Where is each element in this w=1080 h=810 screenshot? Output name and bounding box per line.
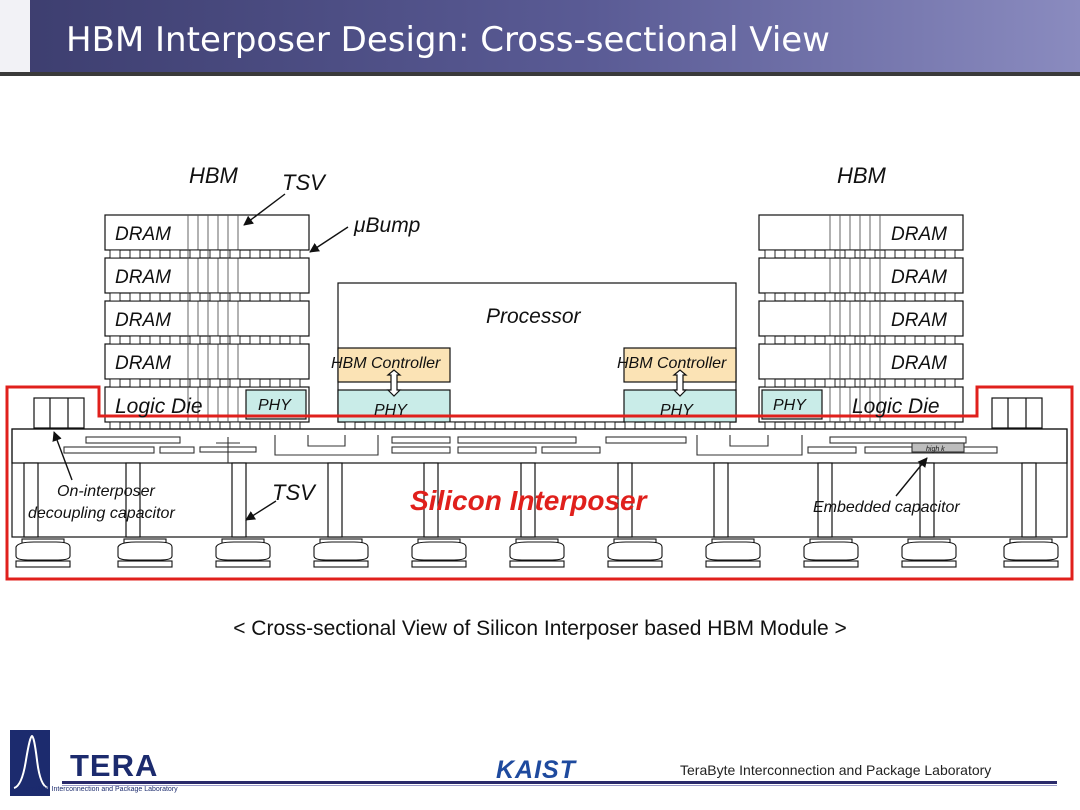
left-dram-die-4 (104, 343, 310, 380)
right-hbm-phy (761, 389, 823, 420)
title-bar: HBM Interposer Design: Cross-sectional V… (0, 0, 1080, 72)
interposer-highlight-outline (5, 385, 1074, 581)
right-phy-label: PHY (773, 397, 807, 414)
cross-section-diagram: HBM HBM TSV μBump DRAM DRAM DRAM DRAM Lo… (5, 163, 1074, 581)
right-hbm-controller-label: HBM Controller (617, 355, 727, 372)
left-hbm-label: HBM (189, 163, 239, 188)
figure-caption: < Cross-sectional View of Silicon Interp… (233, 617, 847, 640)
left-dram-label-1: DRAM (115, 224, 171, 245)
right-dram-die-3 (758, 300, 964, 337)
lab-name: TeraByte Interconnection and Package Lab… (680, 762, 992, 778)
left-hbm-controller-label: HBM Controller (331, 355, 441, 372)
tera-logo-icon (10, 730, 50, 796)
kaist-logo: KAIST (496, 756, 576, 784)
slide-title: HBM Interposer Design: Cross-sectional V… (66, 20, 830, 60)
c4-bump-row (15, 538, 1059, 568)
title-rule (0, 72, 1080, 76)
high-k-dielectric (911, 442, 965, 453)
left-dram-label-2: DRAM (115, 267, 171, 288)
embedded-cap-arrow (895, 457, 928, 497)
processor-label: Processor (486, 305, 582, 328)
right-dram-die-2 (758, 257, 964, 294)
decoupling-capacitor-left (33, 397, 85, 429)
right-dram-label-1: DRAM (891, 224, 947, 245)
ubump-label: μBump (353, 214, 420, 237)
tsv-label-top: TSV (282, 170, 327, 195)
tsv-label-bottom: TSV (272, 480, 317, 505)
tera-logo-subtext: TeraByte Interconnection and Package Lab… (22, 786, 178, 793)
silicon-interposer (11, 428, 1068, 538)
embedded-capacitor-label: Embedded capacitor (813, 499, 960, 516)
right-dram-label-4: DRAM (891, 353, 947, 374)
right-dram-label-3: DRAM (891, 310, 947, 331)
left-dram-die-2 (104, 257, 310, 294)
right-dram-die-4 (758, 343, 964, 380)
decap-arrow (52, 431, 73, 481)
tera-logo-text: TERA (70, 748, 159, 783)
silicon-interposer-label: Silicon Interposer (410, 485, 649, 516)
right-hbm-stack (758, 214, 964, 430)
ubump-arrow (309, 226, 349, 253)
processor-left-phy-label: PHY (374, 402, 408, 419)
processor-right-phy-label: PHY (660, 402, 694, 419)
left-dram-die-3 (104, 300, 310, 337)
tsv-arrow-top (243, 193, 286, 226)
left-controller-phy-arrow (386, 369, 402, 397)
footer-rule-light (62, 785, 1057, 786)
title-bar-accent (0, 0, 30, 72)
left-dram-label-4: DRAM (115, 353, 171, 374)
right-dram-die-1 (758, 214, 964, 251)
decap-label-line2: decoupling capacitor (28, 505, 175, 522)
left-hbm-phy (245, 389, 307, 420)
high-k-label: high k (926, 446, 945, 453)
left-logic-die-label: Logic Die (115, 395, 203, 418)
left-dram-label-3: DRAM (115, 310, 171, 331)
left-hbm-stack (104, 214, 310, 430)
right-hbm-label: HBM (837, 163, 887, 188)
tsv-arrow-bottom (245, 500, 277, 521)
right-dram-label-2: DRAM (891, 267, 947, 288)
decap-label-line1: On-interposer (57, 483, 155, 500)
decoupling-capacitor-right (991, 397, 1043, 429)
left-dram-die-1 (104, 214, 310, 251)
left-phy-label: PHY (258, 397, 292, 414)
right-controller-phy-arrow (672, 369, 688, 397)
right-logic-die-label: Logic Die (852, 395, 940, 418)
footer-rule (62, 781, 1057, 784)
